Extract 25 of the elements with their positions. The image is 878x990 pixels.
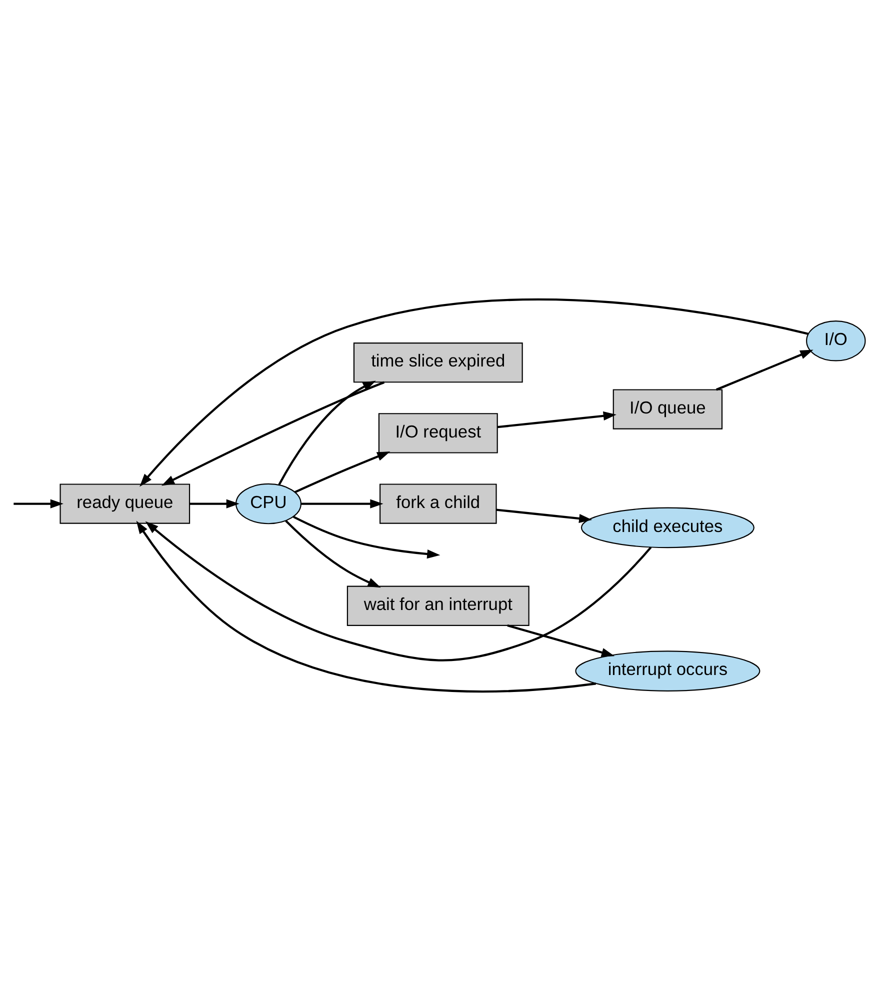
arrow (190, 498, 240, 508)
node-box: I/O request (378, 412, 498, 453)
arrow (14, 498, 64, 508)
node-ellipse: CPU (235, 482, 302, 524)
arrow (507, 624, 615, 656)
node-box: fork a child (380, 483, 497, 524)
arrow (161, 380, 385, 486)
arrow (140, 298, 808, 486)
node-box: wait for an interrupt (346, 585, 530, 626)
arrow (497, 410, 616, 428)
node-ellipse: I/O (806, 320, 866, 361)
arrow (496, 508, 592, 523)
node-ellipse: child executes (580, 506, 754, 548)
arrow (278, 380, 376, 485)
arrow (292, 515, 440, 558)
arrow (136, 520, 596, 692)
node-box: I/O queue (612, 388, 723, 429)
node-ellipse: interrupt occurs (575, 650, 760, 691)
node-box: ready queue (60, 483, 190, 524)
arrow (716, 349, 814, 390)
node-box: time slice expired (353, 342, 523, 382)
arrow (145, 520, 652, 661)
arrow (294, 451, 390, 493)
arrow (285, 520, 381, 588)
arrow (301, 498, 384, 508)
